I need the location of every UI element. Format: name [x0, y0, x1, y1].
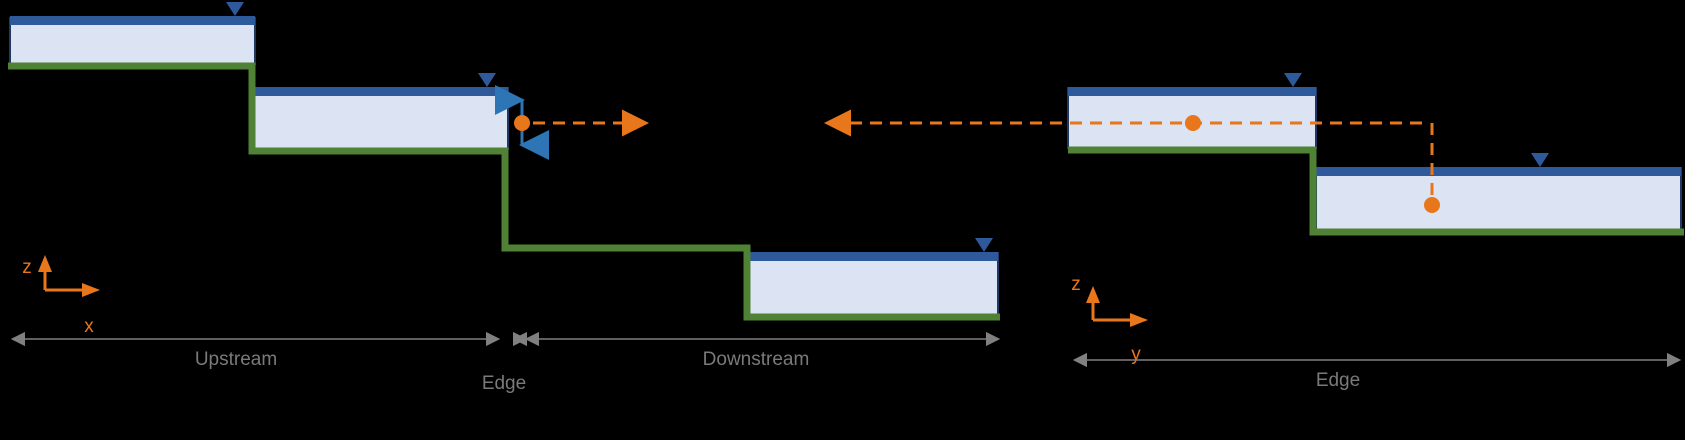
dimension-label-downstream: Downstream [703, 349, 810, 370]
water-block-edge-reach [252, 73, 509, 150]
axis-z-arrowhead-icon [1086, 286, 1100, 303]
water-level-triangle-icon [975, 238, 993, 252]
axis-x-label: x [84, 316, 94, 337]
water-level-triangle-icon [226, 2, 244, 16]
dimension-label-edge: Edge [1316, 370, 1360, 391]
water-block-edge-lower-cell [1315, 153, 1682, 232]
water-block-downstream-reach [747, 238, 999, 316]
axis-z-arrowhead-icon [38, 255, 52, 272]
upper-flow-point-marker [1185, 115, 1201, 131]
dimension-label-edge: Edge [482, 373, 526, 394]
water-level-triangle-icon [1531, 153, 1549, 167]
water-surface-bar [1068, 87, 1316, 96]
axis-z-label: z [1071, 274, 1081, 295]
lower-flow-point-marker [1424, 197, 1440, 213]
dimension-edge-right: Edge [1072, 352, 1682, 391]
dimension-downstream: Downstream [524, 331, 1001, 370]
water-surface-bar [1316, 167, 1681, 176]
water-block-edge-upper-cell [1067, 73, 1317, 149]
water-level-triangle-icon [478, 73, 496, 87]
flow-point-marker [514, 115, 530, 131]
axis-y-label: y [1131, 344, 1141, 365]
dimension-upstream: Upstream [10, 331, 501, 370]
water-surface-bar [748, 252, 998, 261]
water-body-fill [252, 87, 509, 150]
dimension-label-upstream: Upstream [195, 349, 277, 370]
water-body-fill [747, 252, 999, 316]
right-panel-group: z y Edge [824, 73, 1684, 391]
axis-y-arrowhead-icon [1130, 313, 1148, 327]
dimension-edge: Edge [482, 331, 528, 394]
axis-indicator-zx: z x [22, 255, 100, 337]
left-panel-group: z x Upstream Edge Downstream [8, 2, 1001, 394]
axis-z-label: z [22, 257, 32, 278]
bed-profile-line [8, 62, 1000, 321]
water-surface-bar [253, 87, 508, 96]
water-surface-bar [10, 16, 255, 25]
axis-x-arrowhead-icon [82, 283, 100, 297]
water-level-triangle-icon [1284, 73, 1302, 87]
bed-profile-line [1068, 146, 1684, 236]
water-block-upstream-reach [9, 2, 256, 65]
water-body-fill [1315, 167, 1682, 232]
water-body-fill [9, 17, 256, 65]
axis-indicator-zy: z y [1071, 274, 1148, 365]
